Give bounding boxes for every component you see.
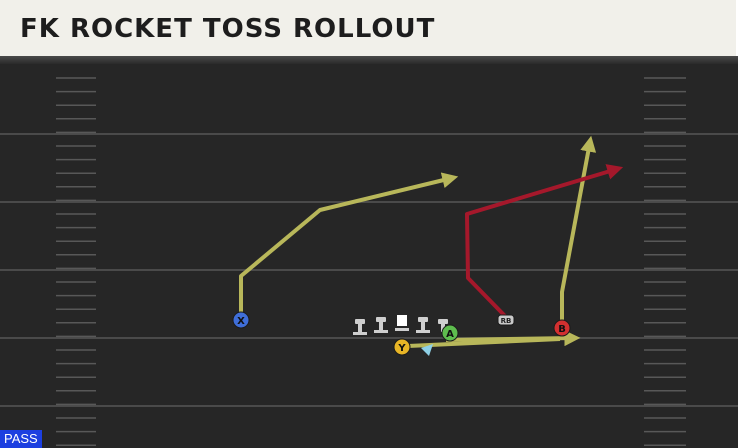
lineman-right-tackle <box>438 319 448 332</box>
play-title: FK ROCKET TOSS ROLLOUT <box>20 14 436 44</box>
play-type-badge: PASS <box>0 430 42 448</box>
field-canvas: X Y A B RB <box>0 60 738 448</box>
player-x-label: X <box>237 316 245 327</box>
player-x: X <box>232 311 250 329</box>
lineman-left-guard <box>374 317 388 333</box>
player-y-label: Y <box>397 343 406 354</box>
player-b: B <box>553 319 571 337</box>
player-a: A <box>441 324 459 342</box>
player-a-label: A <box>446 329 454 340</box>
route-rb <box>465 164 624 318</box>
player-b-label: B <box>558 324 566 335</box>
pitch-arrow-icon <box>421 344 433 356</box>
field-surface <box>0 60 738 448</box>
lineman-right-guard <box>416 317 430 333</box>
player-rb: RB <box>497 314 515 326</box>
route-b <box>560 135 597 326</box>
title-bar: FK ROCKET TOSS ROLLOUT <box>0 0 736 62</box>
route-a <box>445 330 581 347</box>
lineman-left-tackle <box>353 319 367 335</box>
player-y: Y <box>393 338 411 356</box>
lineman-center <box>395 315 409 331</box>
hash-marks <box>56 77 686 446</box>
field: X Y A B RB <box>0 60 738 448</box>
title-shadow <box>0 56 738 64</box>
yard-lines <box>0 133 738 407</box>
player-rb-label: RB <box>501 317 512 325</box>
route-x <box>239 172 459 318</box>
